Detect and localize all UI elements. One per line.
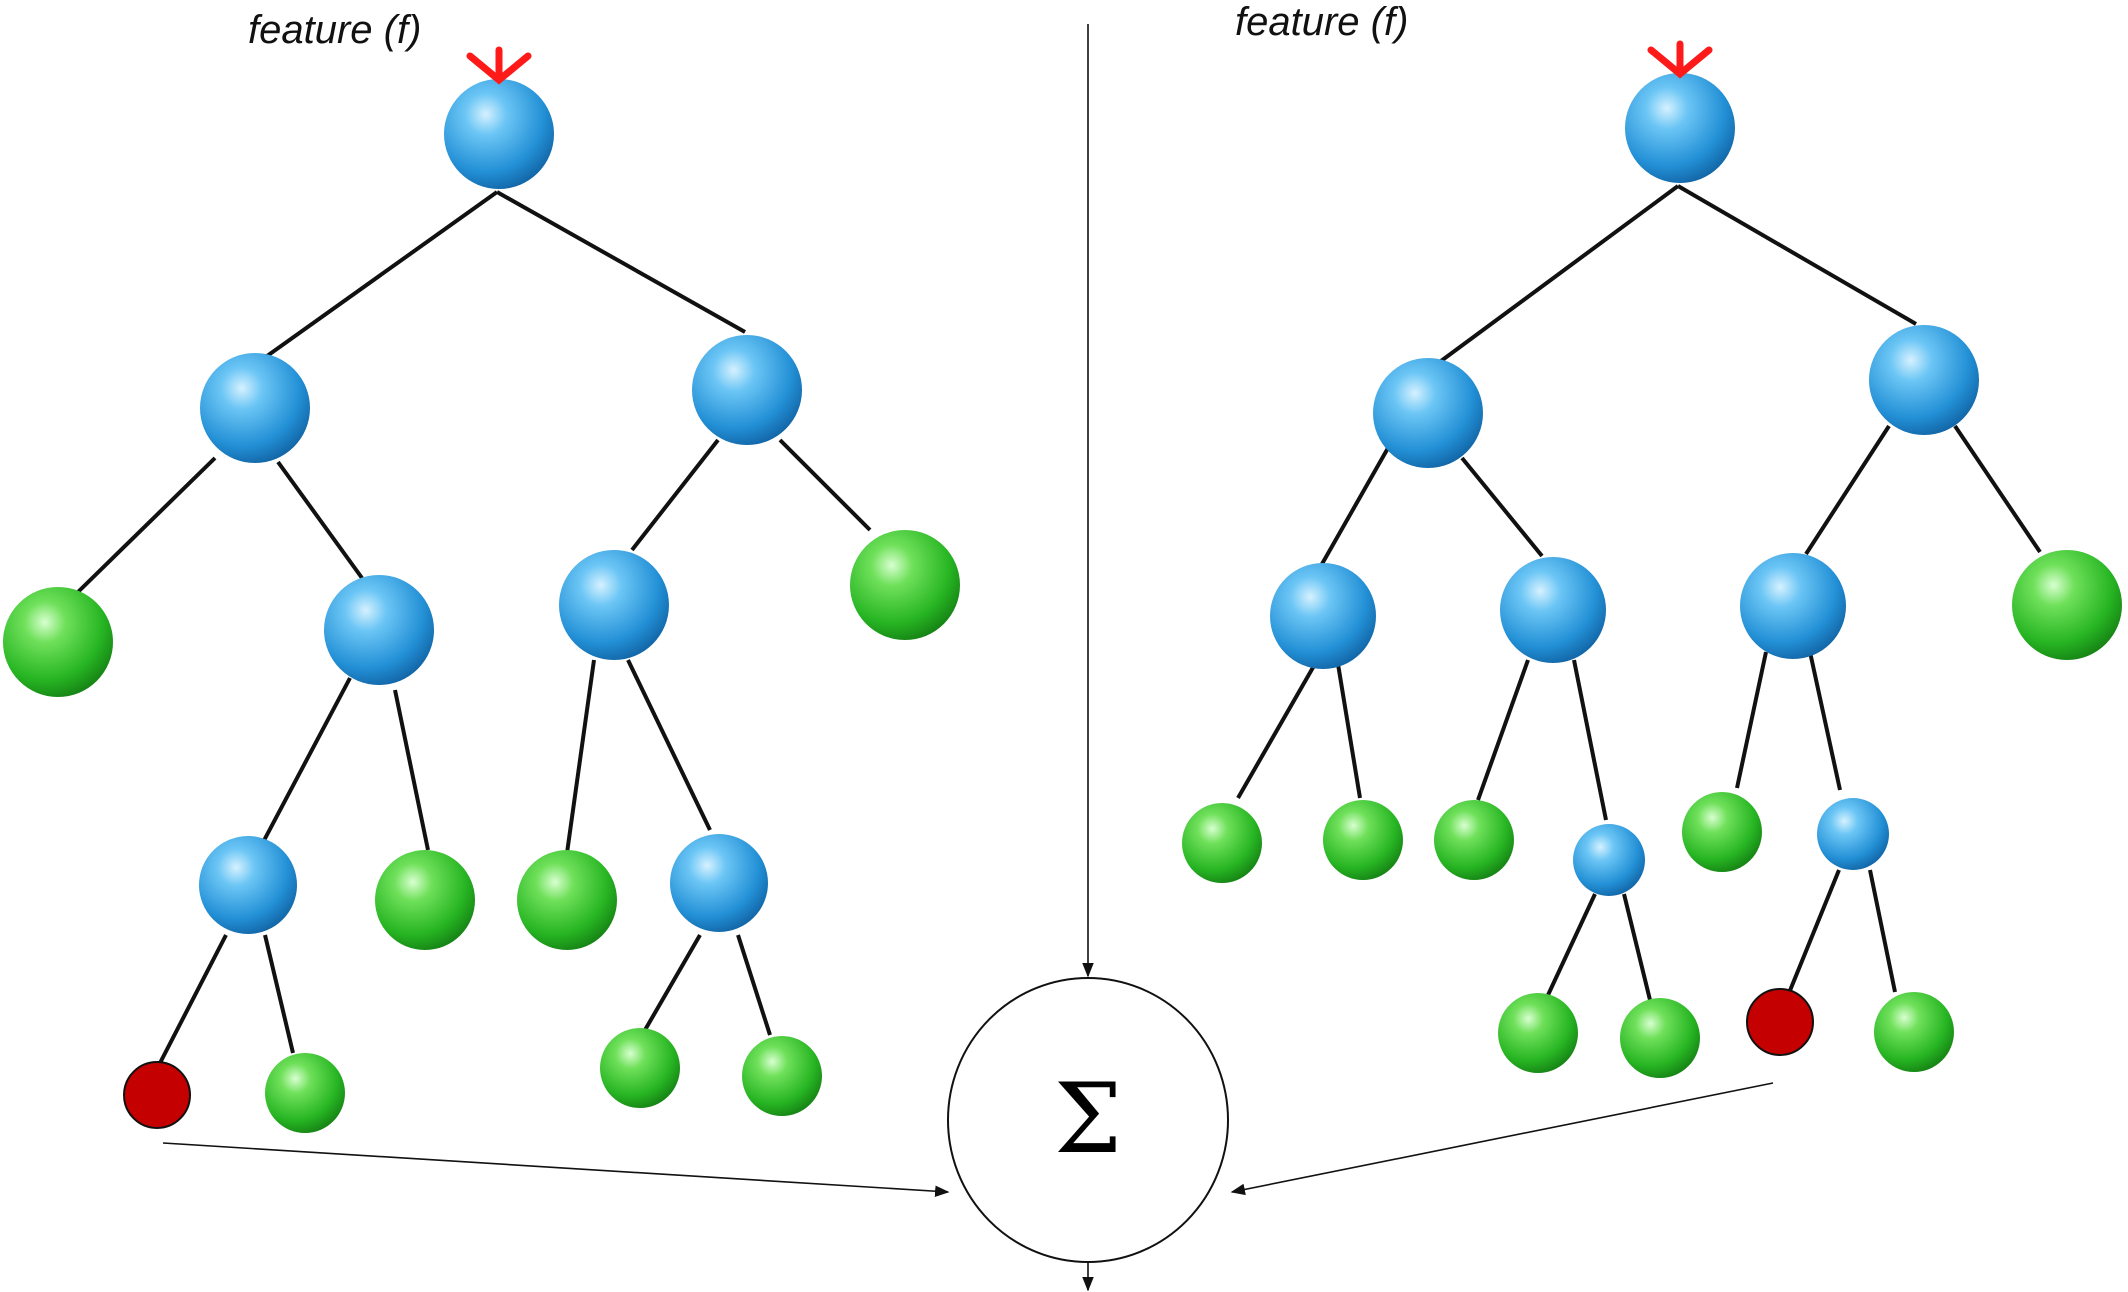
green-sphere-icon (600, 1028, 680, 1108)
green-sphere-icon (1620, 998, 1700, 1078)
red-circle-icon (123, 1061, 191, 1129)
green-sphere-icon (1434, 800, 1514, 880)
blue-sphere-icon (199, 836, 297, 934)
blue-sphere-icon (324, 575, 434, 685)
blue-sphere-icon (1625, 73, 1735, 183)
left-tree-split-nodes (199, 79, 802, 934)
right-tree-title: feature (f) (1235, 0, 1408, 44)
blue-sphere-icon (1869, 325, 1979, 435)
blue-sphere-icon (444, 79, 554, 189)
green-sphere-icon (1182, 803, 1262, 883)
blue-sphere-icon (1270, 563, 1376, 669)
green-sphere-icon (742, 1036, 822, 1116)
sigma-symbol: Σ (1054, 1063, 1122, 1175)
blue-sphere-icon (670, 834, 768, 932)
red-arrow-icon (466, 46, 532, 85)
right-tree-split-nodes (1270, 73, 1979, 896)
blue-sphere-icon (200, 353, 310, 463)
blue-sphere-icon (1573, 824, 1645, 896)
red-arrow-icon (1647, 40, 1713, 79)
blue-sphere-icon (692, 335, 802, 445)
blue-sphere-icon (1500, 557, 1606, 663)
green-sphere-icon (850, 530, 960, 640)
green-sphere-icon (517, 850, 617, 950)
left-tree-title: feature (f) (248, 8, 421, 52)
green-sphere-icon (3, 587, 113, 697)
aggregator: Σ (162, 24, 1774, 1292)
blue-sphere-icon (1373, 358, 1483, 468)
left-tree-leaf-nodes (3, 530, 960, 1133)
blue-sphere-icon (1817, 798, 1889, 870)
right-tree-edges (1236, 184, 2042, 1001)
left-tree-output-arrow (162, 1142, 950, 1197)
green-sphere-icon (1323, 800, 1403, 880)
green-sphere-icon (2012, 550, 2122, 660)
blue-sphere-icon (559, 550, 669, 660)
left-tree-edges (76, 190, 872, 1064)
green-sphere-icon (1682, 792, 1762, 872)
blue-sphere-icon (1740, 553, 1846, 659)
red-circle-icon (1746, 988, 1814, 1056)
green-sphere-icon (265, 1053, 345, 1133)
green-sphere-icon (1874, 992, 1954, 1072)
right-tree-leaf-nodes (1182, 550, 2122, 1078)
right-tree-output-arrow (1230, 1082, 1774, 1196)
green-sphere-icon (1498, 993, 1578, 1073)
green-sphere-icon (375, 850, 475, 950)
